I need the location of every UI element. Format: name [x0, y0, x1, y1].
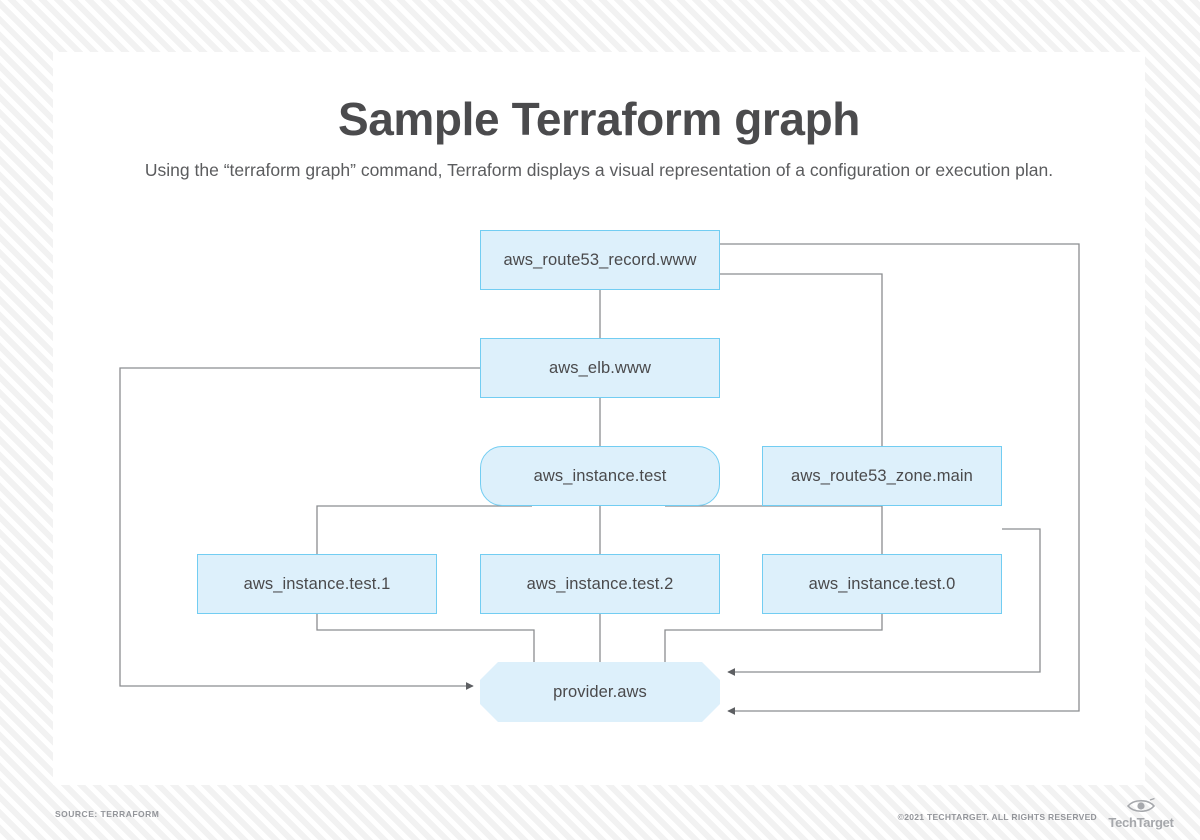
- edge-elb-to-provider: [119, 367, 480, 690]
- node-aws-instance-test[interactable]: aws_instance.test: [480, 446, 720, 506]
- node-shape-background: [480, 662, 720, 722]
- node-label: aws_instance.test.0: [808, 574, 956, 593]
- source-credit: SOURCE: TERRAFORM: [55, 809, 160, 819]
- node-label: provider.aws: [553, 682, 647, 701]
- page-subtitle: Using the “terraform graph” command, Ter…: [144, 160, 1054, 180]
- terraform-graph: aws_route53_record.www aws_elb.www aws_i…: [53, 52, 1145, 785]
- edge-route53zone-to-provider: [727, 528, 1041, 676]
- node-provider-aws[interactable]: provider.aws: [480, 662, 720, 722]
- node-aws-route53-zone-main[interactable]: aws_route53_zone.main: [762, 446, 1002, 506]
- edge-route53record-to-provider: [720, 243, 1080, 715]
- logo-wordmark: TechTarget: [1108, 815, 1174, 830]
- techtarget-logo: TechTarget: [1102, 797, 1180, 833]
- node-label: aws_route53_zone.main: [791, 466, 973, 485]
- eye-icon: [1126, 797, 1156, 813]
- node-label: aws_instance.test.1: [243, 574, 391, 593]
- page-title: Sample Terraform graph: [337, 93, 861, 145]
- node-aws-instance-test-2[interactable]: aws_instance.test.2: [480, 554, 720, 614]
- node-aws-instance-test-0[interactable]: aws_instance.test.0: [762, 554, 1002, 614]
- copyright-notice: ©2021 TECHTARGET. ALL RIGHTS RESERVED: [897, 812, 1097, 822]
- edge-route53record-to-route53zone: [720, 273, 886, 491]
- node-aws-instance-test-1[interactable]: aws_instance.test.1: [197, 554, 437, 614]
- node-label: aws_instance.test: [533, 466, 667, 485]
- node-aws-elb-www[interactable]: aws_elb.www: [480, 338, 720, 398]
- content-card: Sample Terraform graph Using the “terraf…: [53, 52, 1145, 785]
- node-aws-route53-record-www[interactable]: aws_route53_record.www: [480, 230, 720, 290]
- node-label: aws_instance.test.2: [526, 574, 674, 593]
- node-label: aws_route53_record.www: [503, 250, 697, 269]
- node-label: aws_elb.www: [549, 358, 651, 377]
